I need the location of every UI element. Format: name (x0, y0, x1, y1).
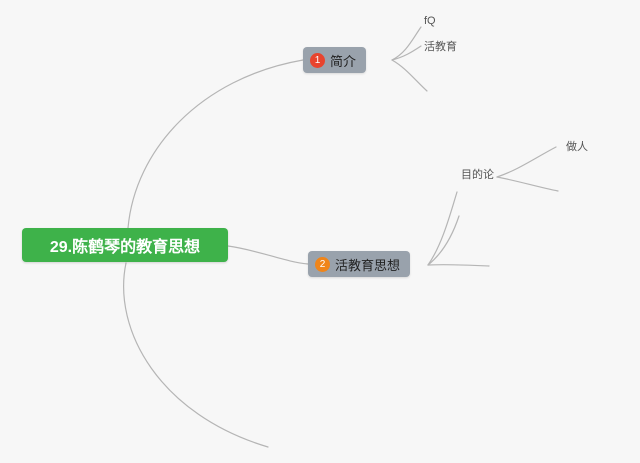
leaf-node-be-a-person[interactable]: 做人 (566, 141, 588, 153)
connector-liveedu-to-mudilun (427, 191, 458, 266)
branch-live-education-label: 活教育思想 (335, 257, 401, 273)
leaf-node-live-education[interactable]: 活教育 (424, 41, 457, 53)
leaf-node-purpose-theory[interactable]: 目的论 (461, 169, 494, 181)
connector-root-to-intro (127, 59, 304, 229)
connector-mudilun-to-zuoren (496, 146, 557, 178)
branch-intro-label: 简介 (330, 53, 357, 69)
connector-root-to-liveedu (227, 245, 309, 265)
connector-intro-to-fq (391, 26, 422, 61)
badge-number-1: 1 (310, 52, 325, 68)
root-node[interactable]: 29.陈鹤琴的教育思想 (22, 228, 228, 262)
connector-liveedu-to-unlabeled-right (427, 263, 490, 267)
leaf-node-fq[interactable]: fQ (424, 15, 436, 27)
connector-intro-to-unlabeled (391, 59, 428, 92)
branch-node-intro[interactable]: 1 简介 (303, 47, 367, 73)
root-node-label: 29.陈鹤琴的教育思想 (49, 239, 201, 256)
connector-mudilun-to-unlabeled (496, 176, 559, 192)
badge-number-2: 2 (315, 256, 330, 272)
connector-intro-to-huojiaoyu (391, 45, 422, 61)
connector-root-to-bottom (123, 262, 269, 448)
branch-node-live-education[interactable]: 2 活教育思想 (308, 251, 411, 277)
connector-liveedu-to-unlabeled-mid (427, 215, 460, 266)
